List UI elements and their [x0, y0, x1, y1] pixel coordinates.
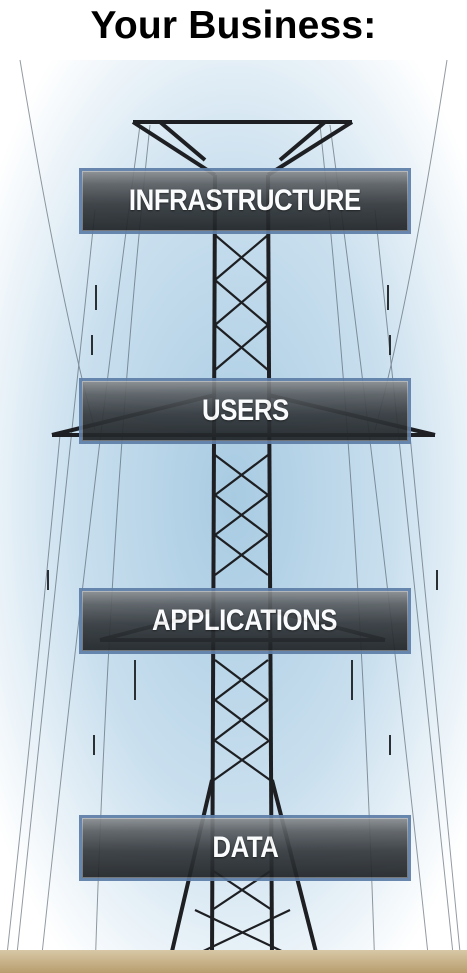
layer-applications: APPLICATIONS: [79, 588, 411, 654]
layer-label: USERS: [201, 394, 289, 427]
layer-label: DATA: [211, 831, 279, 864]
layer-data: DATA: [79, 815, 411, 881]
layer-label: INFRASTRUCTURE: [129, 184, 361, 217]
layer-infrastructure: INFRASTRUCTURE: [79, 168, 411, 234]
layer-users: USERS: [79, 378, 411, 444]
layer-label: APPLICATIONS: [152, 604, 338, 637]
insulators: [47, 285, 438, 755]
ground: [0, 950, 467, 973]
diagram-title: Your Business:: [90, 4, 377, 47]
